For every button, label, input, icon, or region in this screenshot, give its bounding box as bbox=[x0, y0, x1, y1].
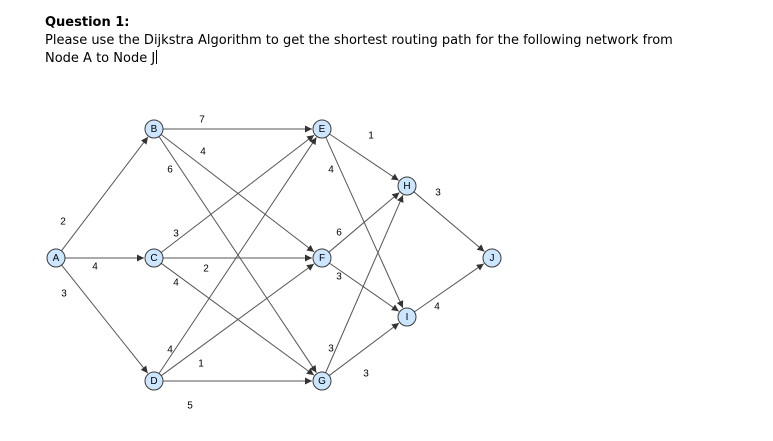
node-e: E bbox=[312, 119, 332, 139]
edge-weight-c-g: 4 bbox=[173, 278, 179, 289]
node-i: I bbox=[397, 307, 417, 327]
node-label: J bbox=[490, 253, 495, 264]
edge-e-h bbox=[329, 133, 399, 181]
edge-weight-a-d: 3 bbox=[61, 289, 67, 300]
node-b: B bbox=[144, 119, 164, 139]
node-d: D bbox=[144, 371, 164, 391]
node-circle bbox=[144, 248, 164, 268]
edge-a-b bbox=[61, 136, 149, 252]
edge-weight-c-f: 2 bbox=[203, 264, 209, 275]
edge-weight-d-f: 1 bbox=[198, 359, 204, 370]
node-j: J bbox=[482, 248, 502, 268]
nodes-layer: A B C D E F G H I J bbox=[46, 119, 502, 391]
edge-weight-i-j: 4 bbox=[434, 302, 440, 313]
question-text: Question 1: Please use the Dijkstra Algo… bbox=[45, 14, 745, 68]
node-label: H bbox=[403, 181, 410, 192]
edge-c-e bbox=[160, 134, 315, 253]
edges-layer bbox=[61, 125, 485, 385]
edge-weight-c-e: 3 bbox=[173, 229, 179, 240]
edge-g-h bbox=[325, 194, 404, 373]
edge-h-j bbox=[413, 191, 485, 252]
node-label: C bbox=[150, 253, 157, 264]
edge-weight-g-i: 3 bbox=[363, 369, 369, 380]
node-label: G bbox=[318, 376, 326, 387]
node-circle bbox=[312, 248, 332, 268]
question-line-1: Please use the Dijkstra Algorithm to get… bbox=[45, 33, 673, 48]
weight-labels-layer: 2 4 3 7 4 6 3 2 4 4 1 5 4 1 6 3 3 3 3 4 bbox=[60, 115, 441, 412]
node-circle bbox=[482, 248, 502, 268]
node-circle bbox=[312, 371, 332, 391]
edge-weight-e-i: 1 bbox=[368, 131, 374, 142]
node-c: C bbox=[144, 248, 164, 268]
node-h: H bbox=[397, 176, 417, 196]
question-heading: Question 1: bbox=[45, 15, 130, 30]
node-label: A bbox=[53, 253, 60, 264]
node-circle bbox=[144, 119, 164, 139]
node-circle bbox=[46, 248, 66, 268]
edge-weight-f-h: 6 bbox=[336, 228, 342, 239]
edge-a-d bbox=[61, 264, 149, 374]
edge-d-f bbox=[160, 263, 315, 377]
question-line-2-wrap: Node A to Node J bbox=[45, 50, 745, 68]
node-label: I bbox=[406, 312, 409, 323]
edge-weight-d-g: 5 bbox=[187, 401, 193, 412]
node-label: B bbox=[151, 124, 158, 135]
edge-weight-b-e: 7 bbox=[199, 115, 205, 126]
edge-d-e bbox=[158, 137, 317, 374]
edge-weight-b-f: 4 bbox=[200, 147, 206, 158]
node-f: F bbox=[312, 248, 332, 268]
edge-weight-b-g: 6 bbox=[167, 165, 173, 176]
edge-weight-f-i: 3 bbox=[336, 272, 342, 283]
node-g: G bbox=[312, 371, 332, 391]
edge-weight-a-c: 4 bbox=[92, 262, 98, 273]
text-cursor bbox=[156, 50, 158, 64]
edge-weight-d-e: 4 bbox=[167, 345, 173, 356]
node-a: A bbox=[46, 248, 66, 268]
edge-i-j bbox=[414, 263, 485, 313]
edge-f-i bbox=[329, 262, 400, 312]
edge-weight-e-h: 4 bbox=[328, 165, 334, 176]
node-circle bbox=[144, 371, 164, 391]
edge-weight-h-j: 3 bbox=[435, 188, 441, 199]
question-line-2: Node A to Node J bbox=[45, 51, 156, 66]
node-circle bbox=[397, 307, 417, 327]
node-label: E bbox=[319, 124, 326, 135]
edge-f-h bbox=[328, 192, 400, 253]
node-label: D bbox=[150, 376, 157, 387]
edge-weight-g-h: 3 bbox=[328, 344, 334, 355]
edge-g-i bbox=[328, 322, 400, 376]
node-circle bbox=[397, 176, 417, 196]
node-label: F bbox=[319, 253, 325, 264]
node-circle bbox=[312, 119, 332, 139]
edge-weight-a-b: 2 bbox=[60, 217, 66, 228]
